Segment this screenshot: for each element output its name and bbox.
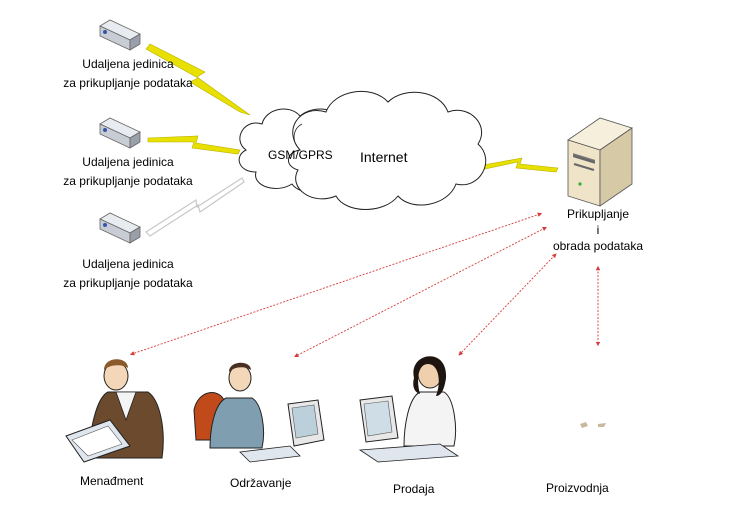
remote-unit-label: Udaljena jedinica za prikupljanje podata…: [58, 255, 198, 293]
server-label: Prikupljanje i obrada podataka: [538, 206, 658, 254]
link-arrow: [458, 253, 557, 356]
server-label-line2: i: [596, 223, 600, 237]
remote-unit-label: Udaljena jedinica za prikupljanje podata…: [58, 153, 198, 191]
server-tower-icon: [567, 117, 633, 207]
remote-device-icon: [99, 19, 141, 51]
office-worker-icon: [193, 362, 325, 463]
department-label-sales: Prodaja: [393, 482, 435, 496]
cloud-icon: [288, 90, 487, 210]
server-label-line3: obrada podataka: [552, 239, 644, 253]
office-worker-icon: [65, 359, 164, 463]
remote-unit-label-line2: za prikupljanje podataka: [63, 276, 193, 290]
gsm-cloud-label: GSM/GPRS: [268, 148, 333, 162]
internet-cloud-label: Internet: [360, 149, 408, 165]
remote-unit-label-line1: Udaljena jedinica: [82, 155, 174, 169]
lightning-bolt-icon: [477, 157, 559, 173]
remote-unit-label-line1: Udaljena jedinica: [82, 257, 174, 271]
department-label-production: Proizvodnja: [546, 481, 609, 495]
server-label-line1: Prikupljanje: [566, 207, 630, 221]
department-label-management: Menađment: [80, 474, 144, 488]
remote-unit-label-line2: za prikupljanje podataka: [63, 76, 193, 90]
remote-unit-label-line2: za prikupljanje podataka: [63, 174, 193, 188]
remote-unit-label-line1: Udaljena jedinica: [82, 57, 174, 71]
office-worker-icon: [358, 356, 460, 463]
office-worker-icon: [580, 422, 606, 428]
remote-device-icon: [99, 117, 141, 149]
department-label-maintenance: Održavanje: [230, 476, 292, 490]
lightning-bolt-icon: [145, 43, 251, 116]
remote-device-icon: [99, 212, 141, 244]
lightning-bolt-icon: [147, 135, 241, 155]
remote-unit-label: Udaljena jedinica za prikupljanje podata…: [58, 55, 198, 93]
link-arrow: [293, 226, 548, 358]
